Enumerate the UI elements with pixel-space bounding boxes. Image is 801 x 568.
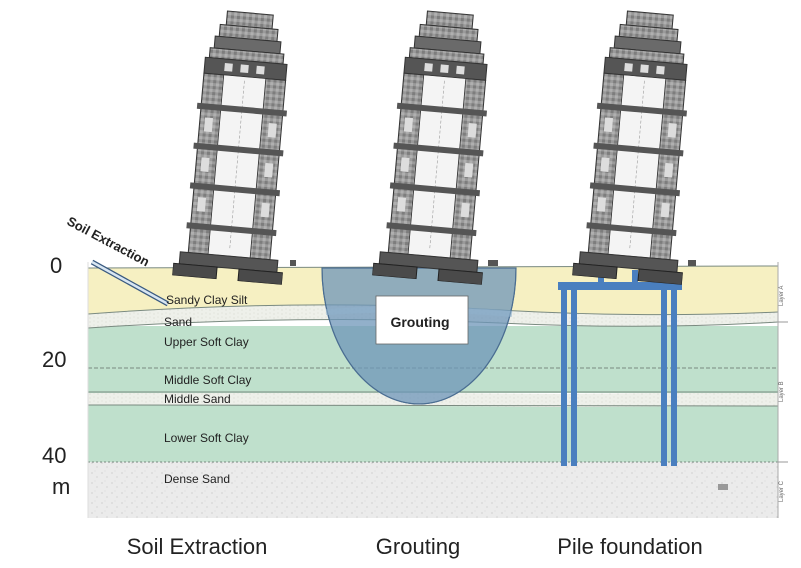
caption-pile-foundation: Pile foundation bbox=[557, 534, 703, 559]
ground-details bbox=[290, 260, 728, 490]
pile-right-2 bbox=[671, 290, 677, 466]
soil-layer-labels: Sandy Clay Silt Sand Upper Soft Clay Mid… bbox=[164, 293, 251, 486]
tower-left bbox=[172, 7, 306, 285]
layer-tags: Layer A Layer B Layer C bbox=[778, 286, 788, 502]
depth-tick-40: 40 bbox=[42, 443, 66, 468]
depth-axis: 0 20 40 m bbox=[42, 253, 70, 499]
label-upper-soft-clay: Upper Soft Clay bbox=[164, 335, 249, 349]
label-dense-sand: Dense Sand bbox=[164, 472, 230, 486]
label-middle-soft-clay: Middle Soft Clay bbox=[164, 373, 251, 387]
label-lower-soft-clay: Lower Soft Clay bbox=[164, 431, 249, 445]
method-captions: Soil Extraction Grouting Pile foundation bbox=[127, 534, 703, 559]
grouting-label: Grouting bbox=[390, 314, 449, 330]
tower-right bbox=[572, 7, 706, 285]
pile-left-2 bbox=[571, 290, 577, 466]
layer-tag-c: Layer C bbox=[779, 480, 785, 502]
tower-middle bbox=[372, 7, 506, 285]
layer-tag-b: Layer B bbox=[779, 381, 785, 402]
caption-grouting: Grouting bbox=[376, 534, 460, 559]
pile-right-1 bbox=[661, 290, 667, 466]
depth-tick-20: 20 bbox=[42, 347, 66, 372]
grouting-zone: Grouting bbox=[321, 267, 517, 405]
pile-cap bbox=[558, 282, 682, 290]
soil-extraction-arrow-label: Soil Extraction bbox=[65, 213, 152, 269]
caption-soil-extraction: Soil Extraction bbox=[127, 534, 268, 559]
grouting-label-box bbox=[375, 295, 469, 345]
layer-tag-a: Layer A bbox=[779, 286, 785, 306]
layer-dense-sand bbox=[88, 462, 778, 518]
depth-tick-0: 0 bbox=[50, 253, 62, 278]
label-middle-sand: Middle Sand bbox=[164, 392, 231, 406]
label-sand: Sand bbox=[164, 315, 192, 329]
label-sandy-clay-silt: Sandy Clay Silt bbox=[166, 293, 248, 307]
pile-left-1 bbox=[561, 290, 567, 466]
depth-unit: m bbox=[52, 474, 70, 499]
